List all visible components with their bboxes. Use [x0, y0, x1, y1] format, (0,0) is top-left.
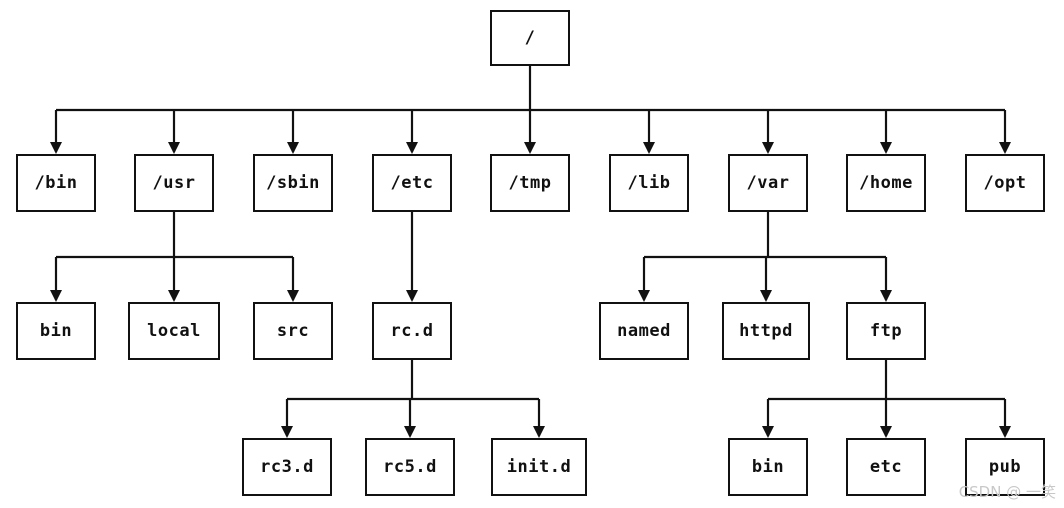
node-label-sbin: /sbin — [266, 173, 320, 193]
node-var-ftp: ftp — [846, 302, 926, 360]
node-label-rcd-rc3: rc3.d — [260, 457, 314, 477]
arrowhead-sbin — [287, 142, 299, 154]
node-home: /home — [846, 154, 926, 212]
node-opt: /opt — [965, 154, 1045, 212]
node-label-var-httpd: httpd — [739, 321, 793, 341]
arrowhead-tmp — [524, 142, 536, 154]
arrowhead-rcd_rc3 — [281, 426, 293, 438]
node-label-usr-src: src — [276, 321, 310, 341]
node-label-ftp-pub: pub — [988, 457, 1022, 477]
node-tmp: /tmp — [490, 154, 570, 212]
arrowhead-ftp_etc — [880, 426, 892, 438]
arrowhead-home — [880, 142, 892, 154]
node-label-ftp-bin: bin — [751, 457, 785, 477]
node-usr-local: local — [128, 302, 220, 360]
node-label-rcd-init: init.d — [506, 457, 572, 477]
node-rcd-rc3: rc3.d — [242, 438, 332, 496]
node-etc: /etc — [372, 154, 452, 212]
node-label-ftp-etc: etc — [869, 457, 903, 477]
node-label-var-ftp: ftp — [869, 321, 903, 341]
node-etc-rcd: rc.d — [372, 302, 452, 360]
node-label-bin: /bin — [34, 173, 78, 193]
arrowhead-usr — [168, 142, 180, 154]
node-label-lib: /lib — [627, 173, 671, 193]
node-rcd-rc5: rc5.d — [365, 438, 455, 496]
node-label-etc: /etc — [390, 173, 434, 193]
node-label-usr-bin: bin — [39, 321, 73, 341]
arrowhead-rcd_init — [533, 426, 545, 438]
arrowhead-opt — [999, 142, 1011, 154]
arrowhead-bin — [50, 142, 62, 154]
node-label-tmp: /tmp — [508, 173, 552, 193]
node-label-etc-rcd: rc.d — [390, 321, 434, 341]
node-lib: /lib — [609, 154, 689, 212]
arrowhead-usr_local — [168, 290, 180, 302]
arrowhead-rcd_rc5 — [404, 426, 416, 438]
node-label-var-named: named — [617, 321, 671, 341]
node-label-var: /var — [746, 173, 790, 193]
arrowhead-var_named — [638, 290, 650, 302]
node-usr-src: src — [253, 302, 333, 360]
node-ftp-etc: etc — [846, 438, 926, 496]
node-label-rcd-rc5: rc5.d — [383, 457, 437, 477]
node-label-usr-local: local — [147, 321, 201, 341]
arrowhead-lib — [643, 142, 655, 154]
arrowhead-var_ftp — [880, 290, 892, 302]
node-ftp-bin: bin — [728, 438, 808, 496]
arrowhead-var — [762, 142, 774, 154]
node-ftp-pub: pub — [965, 438, 1045, 496]
node-var: /var — [728, 154, 808, 212]
node-var-httpd: httpd — [722, 302, 810, 360]
arrowhead-usr_bin — [50, 290, 62, 302]
arrowhead-etc — [406, 142, 418, 154]
node-label-root: / — [524, 28, 536, 48]
arrowhead-usr_src — [287, 290, 299, 302]
node-rcd-init: init.d — [491, 438, 587, 496]
node-sbin: /sbin — [253, 154, 333, 212]
arrowhead-etc_rcd — [406, 290, 418, 302]
node-label-home: /home — [859, 173, 913, 193]
node-label-opt: /opt — [983, 173, 1027, 193]
node-usr-bin: bin — [16, 302, 96, 360]
arrowhead-var_httpd — [760, 290, 772, 302]
arrowhead-ftp_pub — [999, 426, 1011, 438]
watermark: CSDN @ 一笑 — [958, 483, 1056, 501]
node-bin: /bin — [16, 154, 96, 212]
node-label-usr: /usr — [152, 173, 196, 193]
node-root: / — [490, 10, 570, 66]
node-var-named: named — [599, 302, 689, 360]
node-usr: /usr — [134, 154, 214, 212]
arrowhead-ftp_bin — [762, 426, 774, 438]
